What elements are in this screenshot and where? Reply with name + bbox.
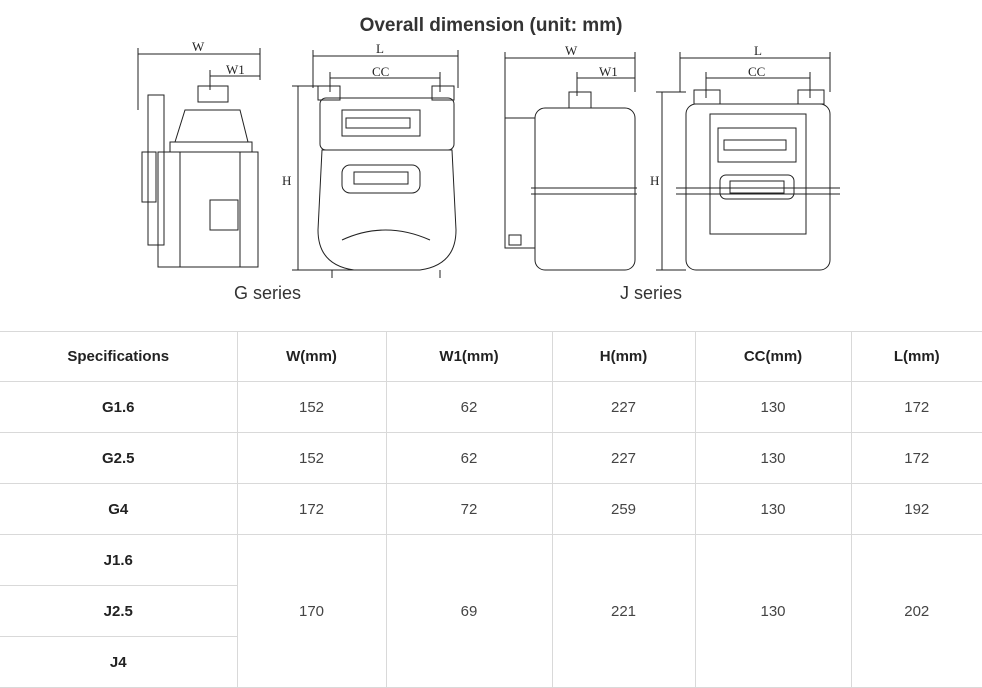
dimension-drawings: W W1 L CC H G seri [0,40,982,330]
w1-cell: 62 [385,432,553,484]
w-cell: 152 [236,381,387,433]
header-w1: W1(mm) [385,331,553,382]
specifications-table: Specifications W(mm) W1(mm) H(mm) CC(mm)… [0,331,982,688]
w-cell: 172 [236,483,387,535]
header-l: L(mm) [850,331,982,382]
g-l-label: L [376,41,384,56]
g-w-label: W [192,40,205,54]
l-cell: 202 [850,534,982,688]
spec-cell: G2.5 [0,432,238,484]
h-cell: 227 [551,432,696,484]
w1-cell: 62 [385,381,553,433]
spec-cell: J4 [0,636,237,688]
table-row: G1.6 152 62 227 130 172 [0,381,982,433]
l-cell: 172 [850,432,982,484]
header-w: W(mm) [236,331,387,382]
table-header-row: Specifications W(mm) W1(mm) H(mm) CC(mm)… [0,331,982,382]
cc-cell: 130 [694,432,852,484]
cc-cell: 130 [694,381,852,433]
spec-cell: G4 [0,483,238,535]
table-row: J4 [0,636,982,688]
j-series-side-view: W W1 [504,43,637,271]
header-specifications: Specifications [0,331,238,382]
table-row: J2.5 [0,585,982,637]
page-title: Overall dimension (unit: mm) [359,15,623,36]
h-cell: 227 [551,381,696,433]
spec-cell: J1.6 [0,534,238,586]
g-h-label: H [282,173,291,188]
header-h: H(mm) [551,331,696,382]
table-row: J1.6 170 69 221 130 202 [0,534,982,688]
j-series-caption: J series [620,283,683,303]
g-series-side-view: W W1 [137,40,261,268]
h-cell: 259 [551,483,696,535]
g-series-front-view: L CC H [282,41,459,278]
cc-cell: 130 [694,534,852,688]
table-row: G2.5 152 62 227 130 172 [0,432,982,484]
g-cc-label: CC [372,64,389,79]
j-w-label: W [565,43,578,58]
w-cell: 170 [236,534,387,688]
w1-cell: 69 [385,534,553,688]
j-w1-label: W1 [599,64,618,79]
spec-cell: J2.5 [0,585,237,637]
spec-cell: G1.6 [0,381,238,433]
j-cc-label: CC [748,64,765,79]
l-cell: 172 [850,381,982,433]
cc-cell: 130 [694,483,852,535]
g-w1-label: W1 [226,62,245,77]
g-series-caption: G series [234,283,302,303]
j-h-label: H [650,173,659,188]
header-cc: CC(mm) [694,331,852,382]
h-cell: 221 [551,534,696,688]
w-cell: 152 [236,432,387,484]
w1-cell: 72 [385,483,553,535]
l-cell: 192 [850,483,982,535]
table-row: G4 172 72 259 130 192 [0,483,982,535]
j-l-label: L [754,43,762,58]
j-series-front-view: L CC H [650,43,840,271]
